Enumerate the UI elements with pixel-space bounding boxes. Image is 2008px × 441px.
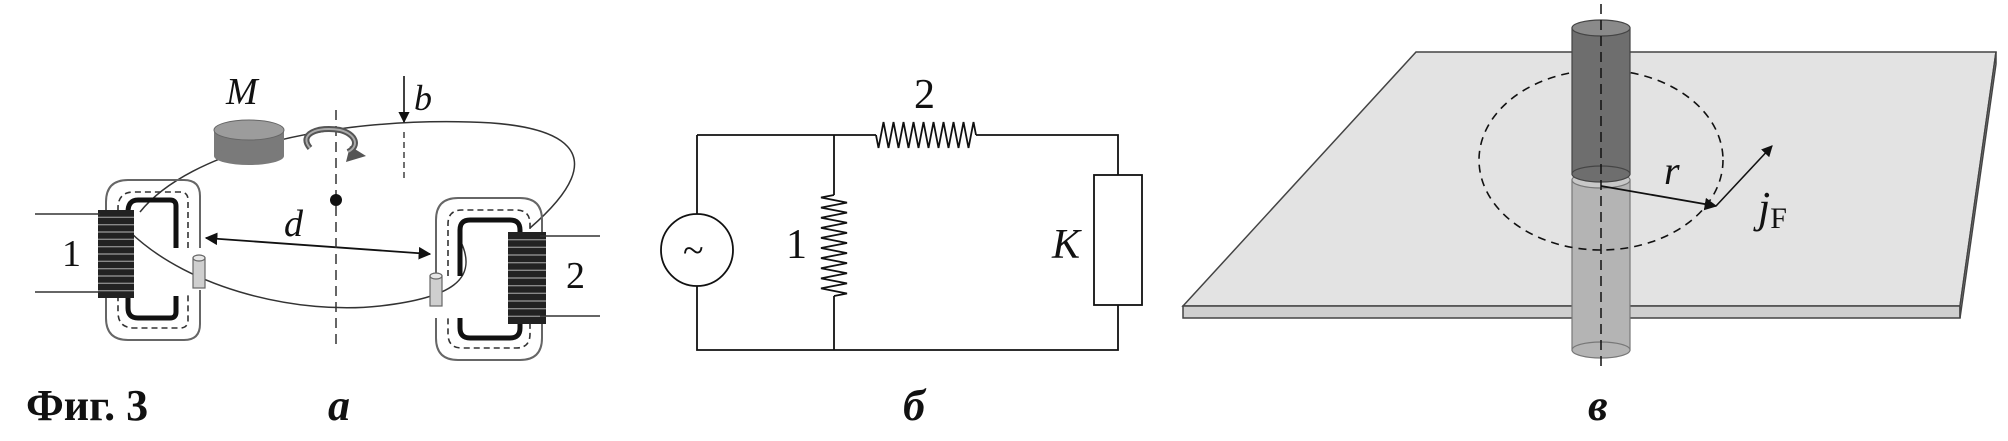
current-density-arrow (1715, 145, 1773, 207)
resistor-1-zigzag (820, 194, 848, 297)
distance-d-arrow (204, 232, 432, 260)
magnet-m-label: M (225, 71, 260, 113)
radius-r-arrow (1600, 185, 1718, 211)
ac-source (660, 213, 734, 287)
panel-c: r jF (1181, 4, 1997, 366)
resistor-1-label: 1 (786, 222, 807, 268)
resistor-1 (820, 194, 848, 297)
panel-a-letter: а (328, 381, 350, 430)
current-density-label: jF (1753, 183, 1787, 235)
left-coil (98, 210, 134, 298)
distance-d-label: d (284, 203, 304, 245)
radius-r-label: r (1664, 148, 1680, 193)
dashed-circle (1478, 69, 1724, 251)
left-pole-piece (192, 254, 206, 289)
resistor-2 (875, 121, 977, 149)
coil-2-label: 2 (566, 255, 585, 297)
resistor-2-zigzag (875, 121, 977, 149)
load-k-label: K (1051, 222, 1082, 268)
panel-c-letter: в (1588, 381, 1608, 430)
ac-source-symbol: ~ (683, 230, 704, 272)
rotation-arrow (303, 126, 366, 162)
load-k (1093, 174, 1143, 306)
plate-side-edge (1959, 51, 1997, 319)
panel-a: 1 2 d (35, 71, 600, 361)
resistor-2-label: 2 (914, 72, 935, 118)
field-loop-upper (139, 120, 576, 229)
panel-b: ~ 2 1 K (660, 72, 1143, 351)
gap-b-label: b (414, 78, 432, 118)
right-pole-piece (429, 272, 443, 307)
magnet-m (213, 119, 285, 165)
circuit-wires (696, 134, 1119, 351)
current-density-symbol: j (1753, 183, 1770, 232)
coil-1-label: 1 (62, 233, 81, 275)
right-coil (508, 232, 546, 324)
figure-caption: Фиг. 3 (26, 381, 148, 430)
panel-b-letter: б (903, 381, 927, 430)
current-density-subscript: F (1770, 202, 1787, 235)
axis-point (330, 194, 342, 206)
